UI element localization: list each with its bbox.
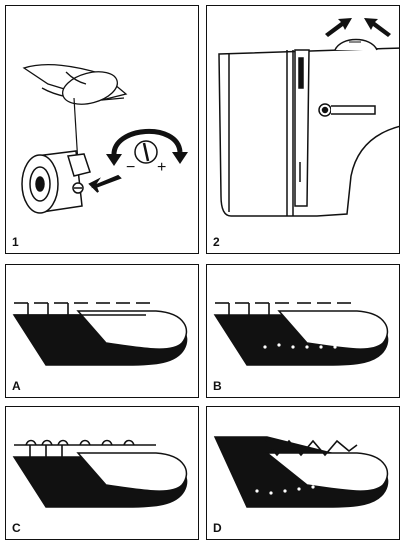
push-arrow-icon [88,174,122,193]
bobbin-thread-dots [263,339,363,349]
fabric-stitch-illustration [12,439,188,508]
top-thread-stitches [14,302,150,317]
tension-dial [334,38,378,51]
hand-fingers [22,64,128,105]
panel-b-stitch-diagram: B [206,264,400,398]
panel-label: D [213,521,222,535]
fabric-stitch-illustration [213,436,389,508]
zigzag-stitch-line [264,439,358,457]
machine-head-illustration [218,18,399,217]
panel-c-stitch-diagram: C [5,406,199,540]
fabric-top-layer [76,452,188,492]
minus-sign: − [126,159,135,176]
top-thread-stitches [14,439,156,459]
machine-body [218,47,399,217]
panel-label: B [213,379,222,393]
plus-sign: + [157,159,166,176]
panel-label: 2 [213,235,220,249]
top-thread-stitches [215,302,351,317]
panel-a-stitch-diagram: A [5,264,199,398]
fabric-top-layer [76,310,188,350]
panel-2-tension-dial: 2 [206,5,400,254]
thread-lever [318,103,376,117]
thread-line [73,97,79,165]
fabric-top-layer [264,452,389,492]
fabric-top-layer [277,310,389,350]
panel-label: C [12,521,21,535]
panel-label: A [12,379,21,393]
panel-label: 1 [12,235,19,249]
panel-d-stitch-diagram: D [206,406,400,540]
curved-double-arrow-icon [111,129,183,157]
bobbin-thread-dots [255,479,369,495]
bobbin-case [21,150,91,214]
fabric-stitch-illustration [12,302,188,366]
panel-1-bobbin-tension: − + 1 [5,5,199,254]
slide-arrows-icon [325,18,391,37]
bobbin-tension-illustration: − + [21,64,188,214]
fabric-stitch-illustration [213,302,389,366]
